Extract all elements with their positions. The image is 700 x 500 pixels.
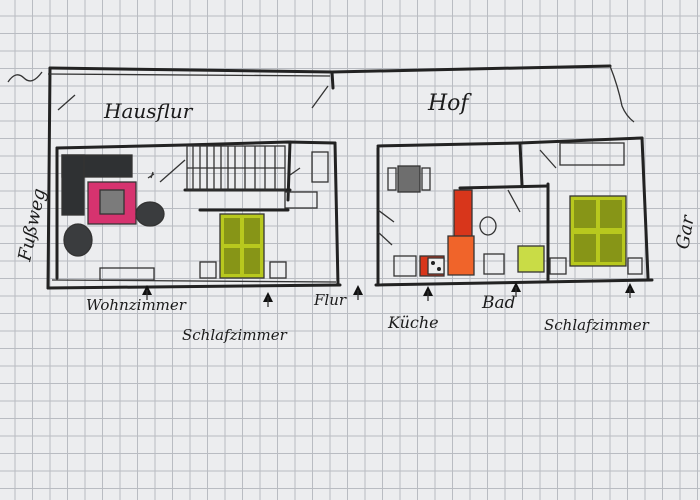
- cabinet-icon: [311, 151, 329, 183]
- arrow-up-icon: [353, 285, 363, 300]
- bed-icon: [569, 195, 627, 267]
- nightstand-icon: [549, 257, 567, 275]
- building-outline: [46, 64, 654, 290]
- tv-bench-icon: [99, 267, 155, 281]
- stairs-icon: [186, 145, 286, 191]
- squiggle-mark: [7, 71, 43, 83]
- armchair-icon: [63, 201, 165, 257]
- toilet-icon: [479, 216, 497, 236]
- arrow-up-icon: [511, 282, 521, 297]
- arrow-up-icon: [423, 286, 433, 301]
- label-schlafzimmer-right: Schlafzimmer: [544, 316, 650, 334]
- label-flur: Flur: [313, 291, 347, 309]
- plant-icon: [147, 171, 155, 179]
- arrow-up-icon: [625, 283, 635, 298]
- nightstand-icon: [627, 257, 643, 275]
- stove-icon: [427, 257, 445, 275]
- label-garten: Gar: [672, 213, 699, 251]
- label-hausflur: Hausflur: [103, 99, 194, 123]
- fridge-icon: [393, 255, 417, 277]
- nightstand-icon: [199, 261, 217, 279]
- label-hof: Hof: [427, 91, 472, 116]
- shower-icon: [483, 253, 505, 275]
- arrow-up-icon: [142, 285, 152, 300]
- washing-machine-icon: [517, 245, 545, 273]
- table-icon: [87, 181, 137, 225]
- label-fussweg: Fußweg: [14, 187, 50, 264]
- cabinet-icon: [284, 191, 318, 209]
- arrow-up-icon: [263, 292, 273, 307]
- bed-icon: [219, 213, 265, 279]
- nightstand-icon: [269, 261, 287, 279]
- label-wohnzimmer: Wohnzimmer: [86, 296, 187, 314]
- sofa-icon: [61, 154, 133, 216]
- label-schlafzimmer-left: Schlafzimmer: [182, 326, 288, 344]
- label-kueche: Küche: [387, 313, 439, 332]
- dining-table-icon: [387, 165, 431, 193]
- label-bad: Bad: [481, 293, 516, 313]
- wardrobe-icon: [559, 142, 625, 166]
- right-apartment-walls: [376, 136, 650, 287]
